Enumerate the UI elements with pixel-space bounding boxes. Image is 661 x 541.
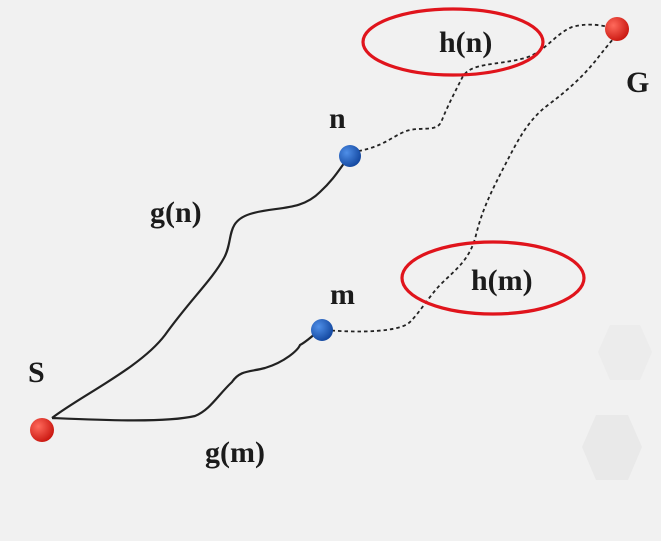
node-s [30,418,54,442]
label-g-n: g(n) [150,196,202,229]
label-h-m: h(m) [471,264,533,297]
label-h-n: h(n) [439,26,492,59]
path-n-to-g [351,23,618,153]
node-g [605,17,629,41]
h-n-highlight-ellipse [361,7,545,77]
background-decoration [582,325,652,480]
path-s-to-n [51,157,349,419]
label-g-m: g(m) [205,436,265,469]
label-node-n: n [329,102,346,135]
label-start-s: S [28,356,45,389]
node-m [311,319,333,341]
path-m-to-g [324,33,619,333]
h-m-highlight-ellipse [400,240,586,316]
label-node-m: m [330,278,355,311]
path-s-to-m [51,329,321,422]
label-goal-g: G [626,66,649,99]
node-n [339,145,361,167]
